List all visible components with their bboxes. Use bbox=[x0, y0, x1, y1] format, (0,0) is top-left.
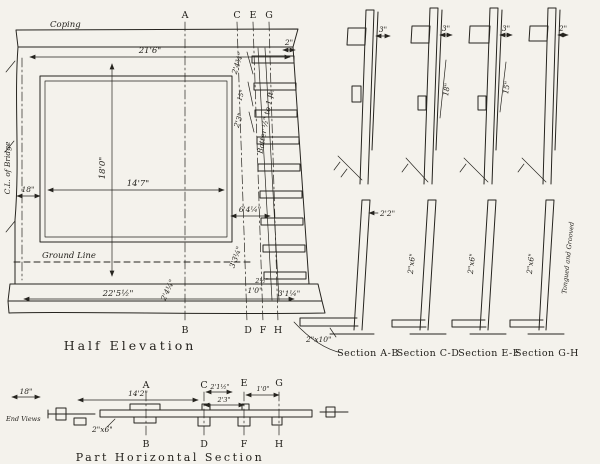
section-ab-bottom-post bbox=[353, 199, 371, 331]
dim-panel-width-label: 14'7" bbox=[127, 179, 150, 189]
section-gh-foot bbox=[509, 319, 565, 335]
plan-letter-e: E bbox=[241, 378, 248, 389]
plan-end-view-piece bbox=[47, 407, 96, 426]
section-ab-coping-end bbox=[346, 27, 367, 46]
section-ab-ground bbox=[333, 155, 363, 181]
plan-letter-b: B bbox=[143, 439, 150, 450]
letter-g: G bbox=[265, 10, 273, 21]
plan-view: 18" 14'2" 2'1½" 2'3" 1'0" 2"x6" End View… bbox=[5, 378, 349, 464]
coping-label: Coping bbox=[50, 20, 81, 30]
wall-outline bbox=[7, 28, 326, 315]
dim-left-offset-label: 18" bbox=[22, 185, 35, 194]
section-ab-top-post bbox=[359, 9, 379, 185]
plan-letter-a: A bbox=[142, 380, 150, 391]
plan-letter-g: G bbox=[275, 378, 283, 389]
section-cd-bottom-post bbox=[419, 199, 437, 331]
section-ab-wale bbox=[351, 85, 362, 103]
section-gh-caption: Section G-H bbox=[515, 348, 579, 359]
plan-right-piece bbox=[319, 406, 349, 418]
plan-letter-f: F bbox=[241, 439, 248, 450]
dim-base25-label: 2½" bbox=[254, 277, 268, 285]
section-cd-height-leader bbox=[439, 59, 447, 119]
section-cd-top-post bbox=[423, 7, 443, 185]
section-gh-bottom-post bbox=[538, 199, 555, 331]
plan-dim10-label: 1'0" bbox=[256, 385, 269, 393]
section-ef-ground bbox=[459, 157, 489, 183]
section-cd-caption: Section C-D bbox=[397, 348, 460, 359]
plan-section-lines bbox=[145, 391, 280, 439]
letter-h: H bbox=[274, 325, 282, 336]
section-gh-cap bbox=[528, 25, 549, 42]
section-ef-foot bbox=[451, 319, 507, 335]
plan-end-label: End Views bbox=[5, 415, 41, 423]
plan-dim18-label: 18" bbox=[20, 387, 33, 396]
section-ef-wale bbox=[477, 95, 487, 111]
plan-dim142-label: 14'2" bbox=[128, 389, 148, 398]
plan-letter-h: H bbox=[275, 439, 283, 450]
section-cut-lines bbox=[184, 21, 279, 323]
section-cd-wale bbox=[417, 95, 427, 111]
section-ef-dim-top: 3" bbox=[502, 24, 510, 33]
section-ef-post-label: 2"x6" bbox=[466, 253, 477, 276]
dim-height-label: 18'0" bbox=[98, 157, 108, 180]
panel-outer bbox=[39, 75, 233, 243]
section-cd-foot bbox=[391, 319, 447, 335]
half-elevation-caption: Half Elevation bbox=[64, 338, 197, 353]
section-cd-post-label: 2"x6" bbox=[406, 253, 417, 276]
section-gh-ground bbox=[517, 157, 547, 183]
section-ef-height-leader bbox=[499, 61, 507, 113]
plan-post-size-label: 2"x6" bbox=[91, 425, 113, 434]
section-ef-caption: Section E-F bbox=[458, 348, 520, 359]
plan-letter-d: D bbox=[200, 439, 208, 450]
section-ab-caption: Section A-B bbox=[337, 348, 399, 359]
plan-post-leader bbox=[106, 418, 116, 428]
section-gh-dim-top: 2" bbox=[558, 24, 567, 33]
section-gh-post-label: 2"x6" bbox=[525, 253, 536, 276]
letter-a: A bbox=[181, 10, 189, 21]
section-gh-top-post bbox=[542, 7, 561, 185]
batten-planks bbox=[251, 55, 307, 280]
section-ef-coping-end bbox=[468, 25, 491, 44]
dim-step15-label: 15" bbox=[236, 89, 247, 102]
letter-e: E bbox=[250, 10, 257, 21]
ground-line-label: Ground Line bbox=[42, 251, 96, 261]
section-ab-dim22: 2'2" bbox=[379, 209, 395, 218]
letter-f: F bbox=[260, 325, 267, 336]
centerline-label: C.L. of Bridge bbox=[3, 141, 12, 194]
section-ef-dim-height: 15" bbox=[501, 80, 512, 94]
plan-dim21-label: 2'1½" bbox=[209, 383, 229, 391]
plan-caption: Part Horizontal Section bbox=[76, 451, 264, 464]
section-cd-ground bbox=[401, 157, 429, 183]
section-ab-plank-label: 2"x10" bbox=[305, 335, 331, 344]
dim-mid-label: 6'4¼" bbox=[239, 205, 261, 214]
section-cd-dim-top: 3" bbox=[442, 24, 450, 33]
plan-dim23-label: 2'3" bbox=[216, 396, 230, 404]
letter-b: B bbox=[182, 325, 189, 336]
section-ab-dim-top: 3" bbox=[379, 25, 387, 34]
section-ab-plank-leader bbox=[329, 327, 337, 338]
plan-posts bbox=[197, 403, 283, 427]
letter-c: C bbox=[233, 10, 240, 21]
section-ab-foot-plank bbox=[299, 317, 375, 335]
panel-inner bbox=[44, 80, 228, 238]
dim-base10-label: 1'0" bbox=[247, 286, 262, 295]
dim-base31-label: 3'1¼" bbox=[278, 289, 300, 298]
plan-letter-c: C bbox=[200, 380, 207, 391]
section-cd-dim-height: 18" bbox=[441, 82, 452, 96]
break-ticks bbox=[4, 60, 16, 233]
section-cd-coping-end bbox=[410, 25, 431, 44]
section-ef-bottom-post bbox=[479, 199, 497, 331]
dim-top-width-label: 21'6" bbox=[138, 46, 162, 56]
section-ef-top-post bbox=[483, 7, 503, 185]
letter-d: D bbox=[244, 325, 252, 336]
leader-curve bbox=[293, 321, 343, 354]
dim-coping-edge-label: 2" bbox=[284, 38, 293, 47]
dim-bottom-width-label: 22'5½" bbox=[102, 288, 134, 299]
plan-cap-a bbox=[129, 403, 161, 424]
